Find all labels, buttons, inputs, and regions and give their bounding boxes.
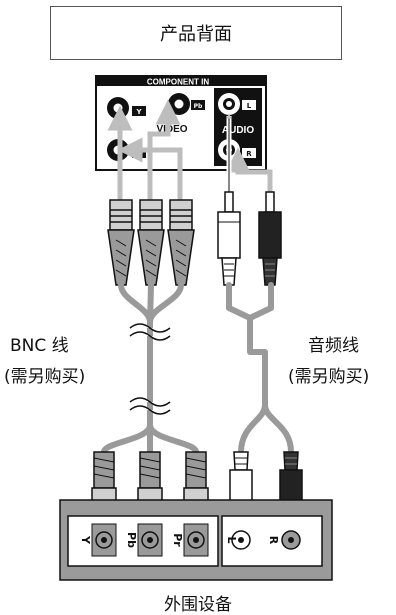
- device-jack-l: [231, 530, 251, 550]
- panel-video-label: VIDEO: [156, 124, 187, 135]
- device-jack-pr-label: Pr: [171, 533, 184, 547]
- component-in-header: COMPONENT IN: [147, 78, 209, 87]
- panel-jack-pb-label: Pb: [194, 103, 203, 110]
- external-device: Y Pb Pr L R: [59, 499, 333, 581]
- bnc-cable-label: BNC 线: [10, 336, 69, 356]
- external-device-title: 外围设备: [164, 595, 232, 615]
- bnc-plug-pb-top: [137, 199, 165, 286]
- arrow-pb: [147, 99, 181, 200]
- product-back-title-box: 产品背面: [50, 6, 342, 60]
- device-jack-pb-label: Pb: [125, 532, 138, 548]
- device-jack-pr: [183, 523, 209, 557]
- device-jack-r-label: R: [267, 536, 280, 545]
- product-back-title: 产品背面: [160, 24, 232, 45]
- bnc-cable-break-top: [129, 323, 171, 341]
- bnc-cable: [101, 282, 199, 455]
- rca-plug-l-top: [217, 191, 241, 286]
- device-jack-l-label: L: [225, 536, 238, 543]
- bnc-plug-y-top: [107, 199, 135, 286]
- bnc-plugs-top: [107, 199, 195, 286]
- device-jack-y: [91, 523, 117, 557]
- device-jack-y-label: Y: [79, 535, 92, 545]
- device-jack-pb: [137, 523, 163, 557]
- panel-jack-r-label: R: [246, 150, 252, 158]
- panel-jack-y-label: Y: [135, 108, 142, 116]
- arrow-r: [225, 147, 273, 200]
- panel-audio-label: AUDIO: [222, 125, 254, 136]
- panel-jack-l-label: L: [247, 102, 252, 110]
- connection-arrows: [107, 99, 273, 200]
- audio-cable-note: (需另购买): [288, 367, 370, 387]
- audio-cable-label: 音频线: [308, 336, 359, 356]
- audio-cable: [226, 282, 294, 455]
- arrow-pr: [117, 137, 183, 200]
- bnc-cable-break-bottom: [129, 397, 171, 415]
- device-jack-r: [281, 530, 301, 550]
- bnc-cable-note: (需另购买): [4, 367, 86, 387]
- bnc-plug-pr-top: [167, 199, 195, 286]
- rca-plugs-top: [217, 191, 282, 286]
- rca-plug-r-top: [258, 191, 282, 286]
